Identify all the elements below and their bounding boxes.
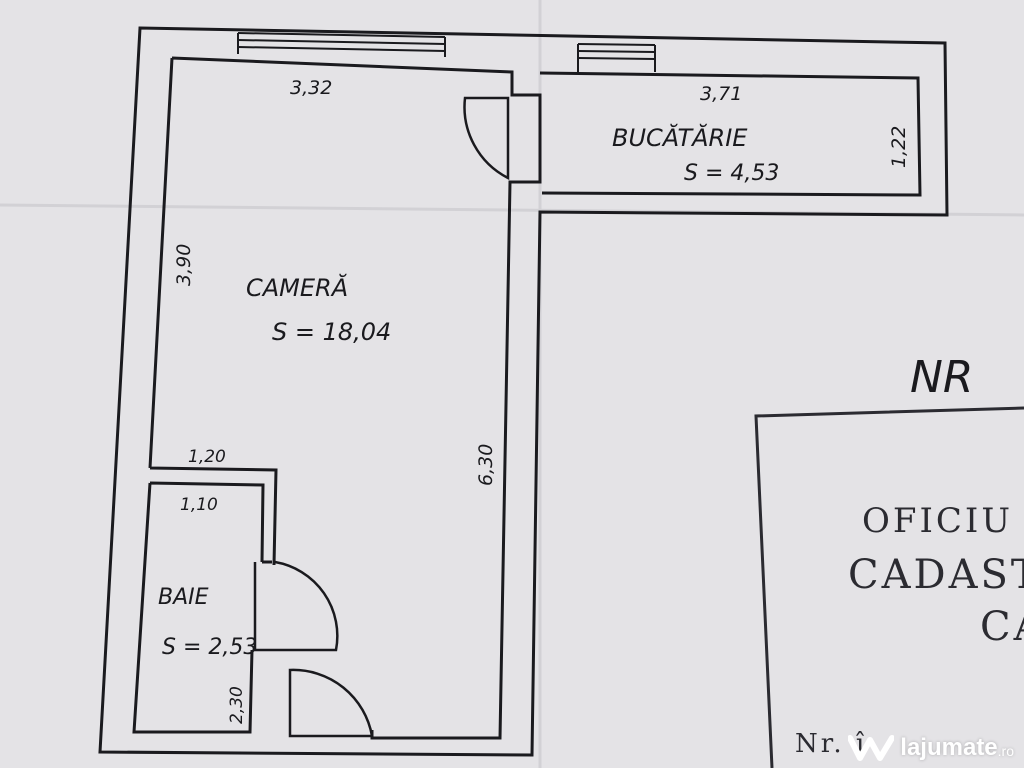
kitchen-label: BUCĂTĂRIE [612,123,748,152]
dim-kitchen-width: 3,71 [700,83,742,105]
stamp-line3: CA [980,604,1024,650]
door-kitchen [463,96,510,181]
camera-label: CAMERĂ [246,273,348,302]
dim-camera-width: 3,32 [290,77,332,99]
window-camera [237,32,446,57]
doors [253,96,510,738]
stamp-line2: CADAST [848,552,1024,598]
bath-area: S = 2,53 [162,635,257,660]
lajumate-logo-icon [848,735,895,761]
lajumate-watermark: lajumate .ro [848,734,1014,762]
nr-label: NR [910,352,974,403]
camera-area: S = 18,04 [272,318,391,346]
dim-right-wall: 6,30 [475,444,497,486]
dim-kitchen-height: 1,22 [888,126,910,168]
door-entry [288,668,374,738]
kitchen-inner-wall [539,71,922,197]
watermark-brand: lajumate [900,734,998,761]
camera-inner-wall [148,56,542,740]
dim-step-width: 1,20 [188,447,226,467]
bath-label: BAIE [158,585,209,610]
cadastral-stamp: OFICIU CADAST CA Nr. î [754,406,1024,768]
kitchen-area: S = 4,53 [684,161,779,186]
bath-wall [132,481,272,734]
outer-wall [98,26,949,757]
windows [237,32,656,72]
walls [98,26,949,757]
dim-bath-height: 2,30 [227,686,247,724]
dim-camera-height: 3,90 [173,244,195,286]
window-kitchen [577,43,656,72]
stamp-line1: OFICIU [862,501,1013,541]
door-bath [253,560,339,652]
stamp-border [754,406,1024,768]
watermark-tld: .ro [997,743,1014,759]
dim-bath-width: 1,10 [180,495,218,515]
